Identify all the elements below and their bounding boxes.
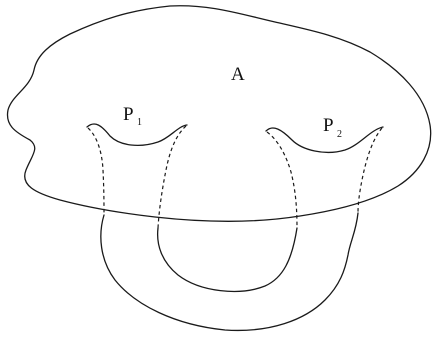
tube-p1-right-hidden xyxy=(157,125,187,229)
hole-label-p1: P xyxy=(123,104,134,125)
region-boundary xyxy=(6,5,432,223)
handle-outer-arc xyxy=(100,212,359,332)
handle-inner-arc xyxy=(156,227,298,292)
tube-p2-right-hidden xyxy=(357,127,383,214)
hole-label-p2-index: 2 xyxy=(337,129,342,140)
hole-p1-rim xyxy=(86,123,188,147)
tube-p2-left-hidden xyxy=(266,131,298,229)
tube-p1-left-hidden xyxy=(87,127,105,216)
hole-label-p1-index: 1 xyxy=(137,117,142,128)
hole-label-p2: P xyxy=(323,115,334,136)
region-label-a: A xyxy=(231,64,245,85)
hole-p2-rim xyxy=(265,126,384,154)
